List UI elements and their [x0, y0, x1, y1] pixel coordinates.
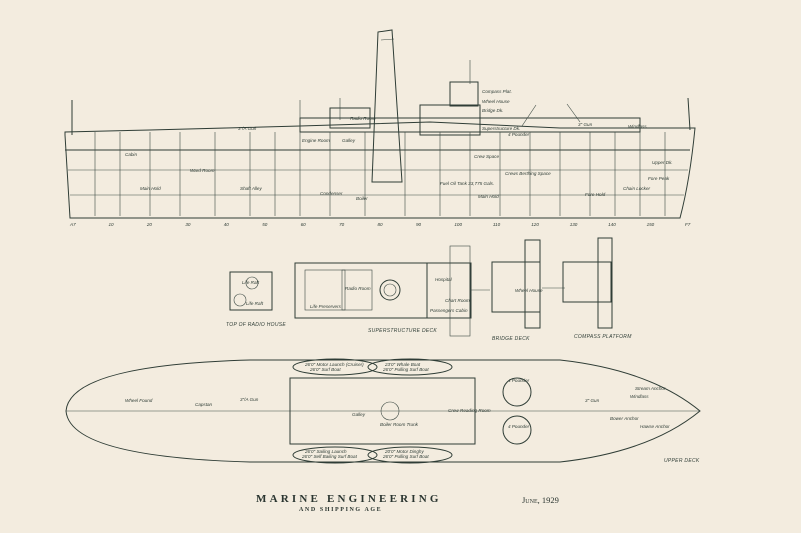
- superstructure-deck-plan: Life Preservers Radio Room Hospital Char…: [294, 245, 472, 337]
- label-windlass: Windlass: [628, 124, 647, 129]
- label-3a-gun: 3"/A Gun: [238, 126, 257, 131]
- label-life-raft: Life Raft: [242, 280, 260, 285]
- label-aft-hold: Main Hold: [140, 186, 161, 191]
- label-wheel-found: Wheel Found: [125, 398, 153, 403]
- label-fore-hold: Fore Hold: [585, 192, 606, 197]
- label-ward-room: Ward Room: [190, 168, 215, 173]
- frame-number: 60: [301, 222, 307, 227]
- frame-number: 90: [416, 222, 422, 227]
- label-stream-anchor: Stream Anchor: [635, 386, 666, 391]
- label-passengers-cabin: Passengers Cabin: [430, 308, 468, 313]
- label-engine-room: Engine Room: [302, 138, 330, 143]
- label-life-raft: Life Raft: [246, 301, 264, 306]
- top-of-radio-house-plan: Life Raft Life Raft TOP OF RADIO HOUSE: [226, 271, 286, 328]
- bridge-deck-plan: Wheel House BRIDGE DECK: [491, 239, 543, 342]
- frame-number: 20: [146, 222, 153, 227]
- label-crews-berthing: Crews Berthing Space: [505, 171, 551, 176]
- label-main-hold: Main Hold: [478, 194, 499, 199]
- label-compass-plat: Compass Plat.: [482, 89, 512, 94]
- caption-superstructure-deck: SUPERSTRUCTURE DECK: [368, 328, 437, 334]
- label-4-pounder: 4 Pounder: [508, 378, 530, 383]
- label-galley: Galley: [352, 412, 366, 417]
- label-self-bailing-surf-boat: 26'0" Self Bailing Surf Boat: [301, 454, 358, 459]
- frame-number: 70: [339, 222, 345, 227]
- label-wheel-house: Wheel House: [482, 99, 510, 104]
- label-capstan: Capstan: [195, 402, 213, 407]
- inboard-profile: Compass Plat. Wheel House Bridge Dk. Sup…: [64, 29, 696, 227]
- label-bridge-dk: Bridge Dk.: [482, 108, 503, 113]
- label-superstructure-dk: Superstructure Dk.: [482, 126, 520, 131]
- label-surf-boat: 26'0" Surf Boat: [309, 367, 341, 372]
- frame-number: 10: [108, 222, 114, 227]
- compass-platform-plan: COMPASS PLATFORM: [562, 237, 632, 340]
- label-shaft-alley: Shaft Alley: [240, 186, 262, 191]
- label-whale-boat: 23'0" Whale Boat: [384, 362, 421, 367]
- label-4-pounder: 4 Pounder: [508, 132, 530, 137]
- label-motor-launch: 26'0" Motor Launch (Cruiser): [304, 362, 364, 367]
- label-chart-room: Chart Room: [445, 298, 470, 303]
- label-life-preservers: Life Preservers: [310, 304, 342, 309]
- frame-number: 150: [647, 222, 655, 227]
- label-upper-dk: Upper Dk.: [652, 160, 673, 165]
- caption-compass-platform: COMPASS PLATFORM: [574, 334, 632, 340]
- caption-top-of-radio-house: TOP OF RADIO HOUSE: [226, 322, 286, 328]
- caption-bridge-deck: BRIDGE DECK: [492, 336, 530, 342]
- frame-number: F7: [685, 222, 691, 227]
- label-radio-room: Radio Room: [350, 116, 376, 121]
- frame-number: 40: [224, 222, 230, 227]
- label-boiler: Boiler: [356, 196, 368, 201]
- label-sailing-launch: 26'0" Sailing Launch: [304, 449, 347, 454]
- publication-title: MARINE ENGINEERING: [256, 493, 442, 505]
- caption-upper-deck: UPPER DECK: [664, 458, 700, 464]
- label-motor-dinghy: 20'0" Motor Dinghy: [384, 449, 424, 454]
- label-wheel-house: Wheel House: [515, 288, 543, 293]
- label-pulling-surf-boat: 26'0" Pulling Surf Boat: [382, 367, 429, 372]
- label-3-gun: 3" Gun: [585, 398, 600, 403]
- frame-number: 120: [531, 222, 539, 227]
- label-3a-gun: 3"/A Gun: [240, 397, 259, 402]
- label-galley: Galley: [342, 138, 356, 143]
- publication-subtitle: AND SHIPPING AGE: [299, 507, 383, 513]
- label-boiler-room-trunk: Boiler Room Trunk: [380, 422, 419, 427]
- label-hawse-anchor: Hawse Anchor: [640, 424, 670, 429]
- label-pulling-surf-boat: 26'0" Pulling Surf Boat: [382, 454, 429, 459]
- label-3-gun: 3" Gun: [578, 122, 593, 127]
- label-crew-reading-room: Crew Reading Room: [448, 408, 491, 413]
- frame-number: A7: [69, 222, 76, 227]
- label-condenser: Condenser: [320, 191, 343, 196]
- frame-number: 50: [262, 222, 268, 227]
- frame-number: 130: [570, 222, 578, 227]
- frame-number: 110: [493, 222, 501, 227]
- label-crew-space: Crew Space: [474, 154, 499, 159]
- label-windlass: Windlass: [630, 394, 649, 399]
- upper-deck-plan: 26'0" Motor Launch (Cruiser) 26'0" Surf …: [65, 358, 701, 464]
- label-cabin: Cabin: [125, 152, 137, 157]
- label-fore-peak: Fore Peak: [648, 176, 670, 181]
- frame-number: 140: [608, 222, 616, 227]
- label-chain-locker: Chain Locker: [623, 186, 651, 191]
- label-fuel-oil-tank: Fuel Oil Tank 33,775 Gals.: [440, 181, 494, 186]
- label-radio-room: Radio Room: [345, 286, 371, 291]
- label-4-pounder: 4 Pounder: [508, 424, 530, 429]
- label-bower-anchor: Bower Anchor: [610, 416, 639, 421]
- frame-number: 80: [378, 222, 384, 227]
- frame-number: 30: [185, 222, 191, 227]
- label-hospital: Hospital: [435, 277, 453, 282]
- publication-date: June, 1929: [522, 495, 559, 505]
- frame-number: 100: [454, 222, 462, 227]
